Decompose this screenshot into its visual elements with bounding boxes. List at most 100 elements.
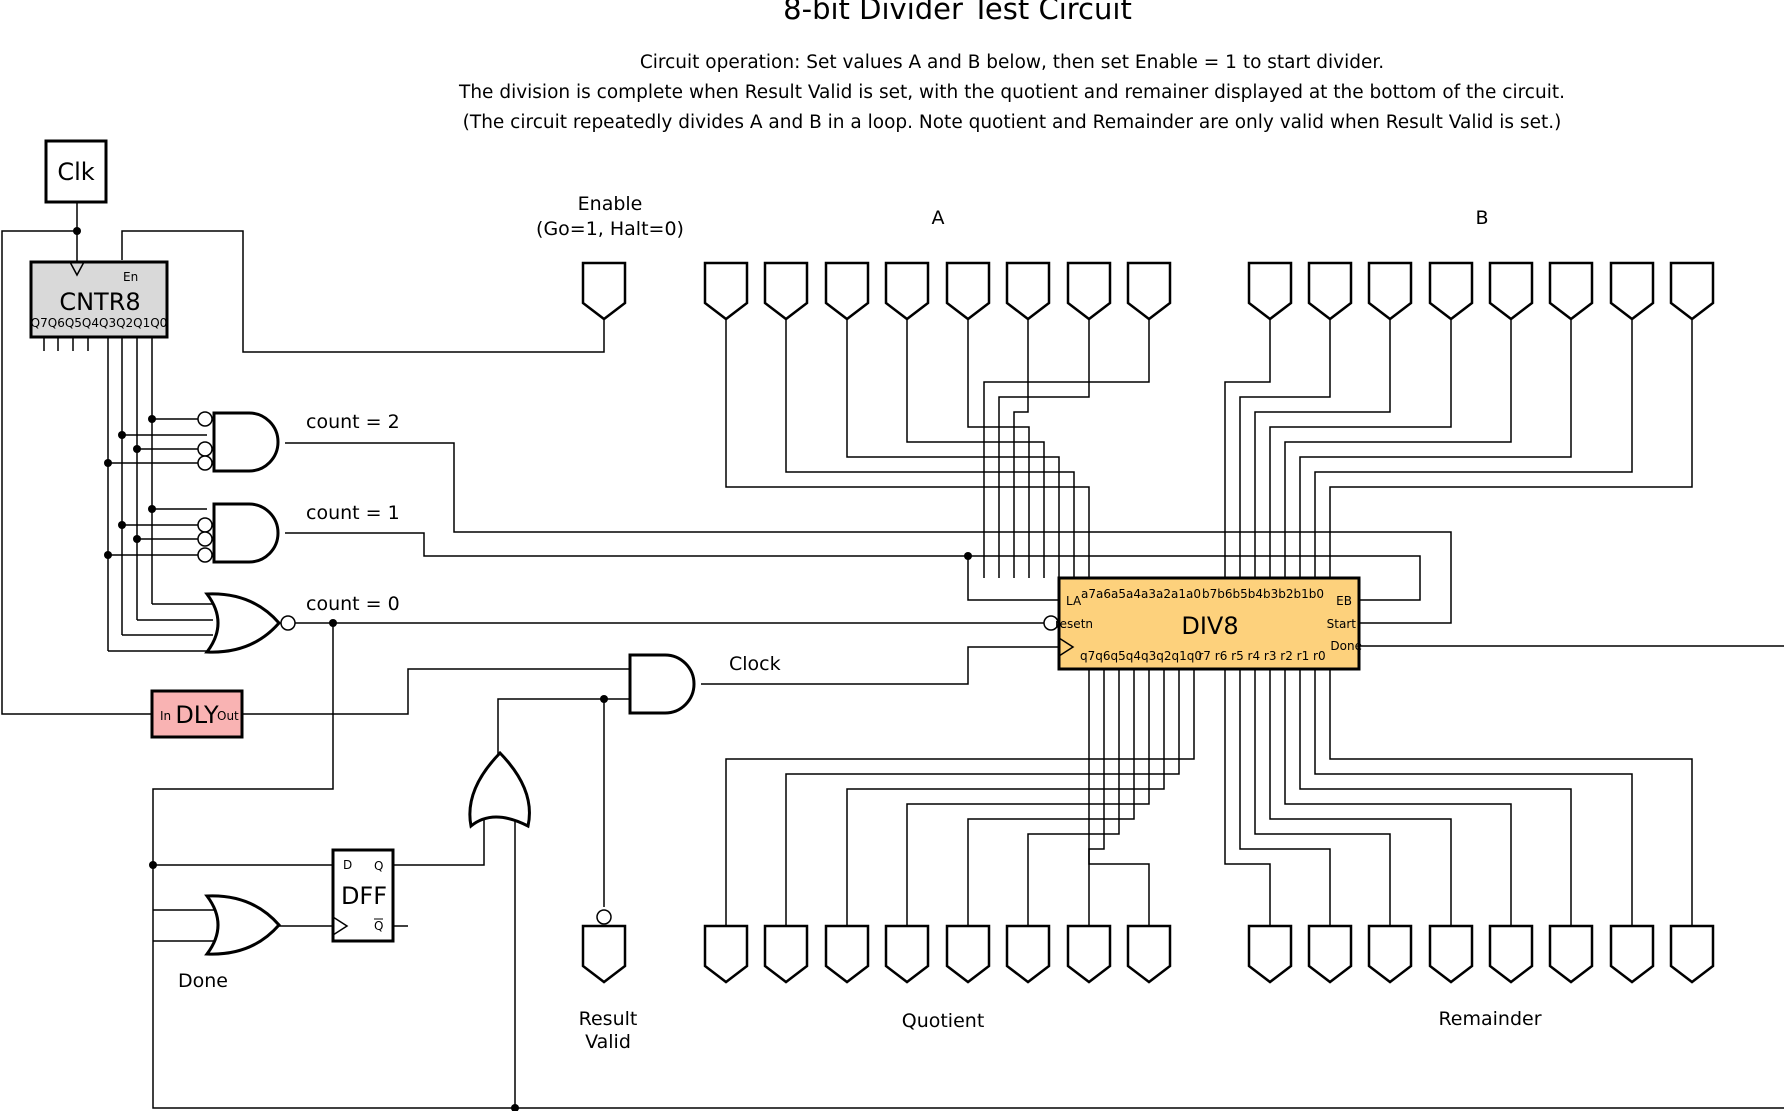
or-gate-valid [468,750,531,829]
inverter-bubble [280,615,296,631]
output-pin-remainder [1609,924,1655,984]
bus-a-wire [785,320,1075,578]
divider-start-pin: Start [1327,617,1357,631]
divider-r-pins: r7 r6 r5 r4 r3 r2 r1 r0 [1198,649,1325,663]
dff-q-pin: Q [374,859,383,873]
delay-out-pin: Out [217,709,239,723]
counter-output-pins: Q7Q6Q5Q4Q3Q2Q1Q0 [31,316,168,330]
divider-resetn-pin: resetn [1055,617,1093,631]
enable-sublabel: (Go=1, Halt=0) [536,218,684,240]
inverter-bubble [197,531,213,547]
remainder-wire [1284,669,1512,925]
count2-to-start-wire [285,442,1452,624]
quotient-wire [1027,669,1120,925]
divider-box [1057,576,1361,671]
description-line-3: (The circuit repeatedly divides A and B … [462,112,1562,133]
output-pin-remainder [1488,924,1534,984]
junction-dots [73,227,972,1111]
and-gate-count2 [212,411,280,473]
inverter-bubble [197,517,213,533]
quotient-wire [1088,669,1105,925]
result-valid-sublabel: Valid [585,1031,631,1053]
reset-loop-wire [152,623,1784,1109]
dff-box [331,848,395,943]
input-pin-a [763,261,809,321]
output-pin-remainder [1307,924,1353,984]
enable-label: Enable [577,193,643,215]
clk-box [44,139,108,204]
input-pin-a [1066,261,1112,321]
input-pin-b [1488,261,1534,321]
quotient-wire [906,669,1150,925]
junction-dot [73,227,81,235]
bus-b-label: B [1475,207,1489,229]
output-pin-result-valid [581,924,627,984]
input-pin-a [945,261,991,321]
counter-enable-pin: En [123,270,138,284]
output-pin-remainder [1669,924,1715,984]
junction-dot [329,619,337,627]
clk-delay-wire [1,230,153,715]
inverter-bubble [596,909,612,925]
dff-qbar-pin: Q [374,919,383,933]
input-pin-a [824,261,870,321]
description-line-2: The division is complete when Result Val… [459,82,1565,103]
counter-name: CNTR8 [59,288,140,316]
counter-clock-triangle [69,261,85,277]
delay-out-wire [242,668,630,715]
output-pin-quotient [1066,924,1112,984]
divider-done-pin: Done [1330,639,1362,653]
junction-dot [118,431,126,439]
output-pin-quotient [884,924,930,984]
quotient-wire [846,669,1165,925]
remainder-wire [1329,669,1693,925]
components [29,139,1715,984]
delay-in-pin: In [160,709,171,723]
bus-b-wire [1254,320,1391,578]
done-label: Done [178,970,228,992]
divider-la-pin: LA [1066,594,1082,608]
bus-b-wire [1299,320,1572,578]
counter-box [29,260,169,339]
input-pin-a [1005,261,1051,321]
clock-label: Clock [729,653,781,675]
and-gate-clock [628,653,696,715]
bus-a-wire [983,320,1150,578]
divider-name: DIV8 [1181,612,1238,640]
count1-to-la-wire [967,556,1059,601]
bus-b-wire [1284,320,1512,578]
inverter-bubble [1043,615,1059,631]
quotient-wire [725,669,1195,925]
result-valid-label: Result [578,1008,638,1030]
diagram-title: 8-bit Divider Test Circuit [783,0,1132,26]
output-pin-quotient [703,924,749,984]
junction-dot [104,459,112,467]
quotient-wire [967,669,1135,925]
count0-label: count = 0 [306,593,400,615]
output-pin-quotient [945,924,991,984]
count1-label: count = 1 [306,502,400,524]
junction-dot [148,505,156,513]
junction-dot [600,695,608,703]
remainder-wire [1314,669,1633,925]
bus-a-wire [998,320,1090,578]
input-pin-b [1367,261,1413,321]
output-pin-quotient [763,924,809,984]
inverter-bubble [197,455,213,471]
dff-name: DFF [341,882,387,910]
divider-a-pins: a7a6a5a4a3a2a1a0 [1081,587,1201,601]
junction-dot [511,1104,519,1111]
and-gate-count1 [212,502,280,564]
bus-b-wire [1224,320,1271,578]
clk-label: Clk [57,158,94,186]
junction-dot [133,445,141,453]
output-pin-remainder [1548,924,1594,984]
or-gate-done [204,894,281,956]
inverter-bubble [197,411,213,427]
count2-label: count = 2 [306,411,400,433]
junction-dot [964,552,972,560]
divider-eb-pin: EB [1336,594,1352,608]
junction-dot [118,521,126,529]
input-pin-b [1548,261,1594,321]
